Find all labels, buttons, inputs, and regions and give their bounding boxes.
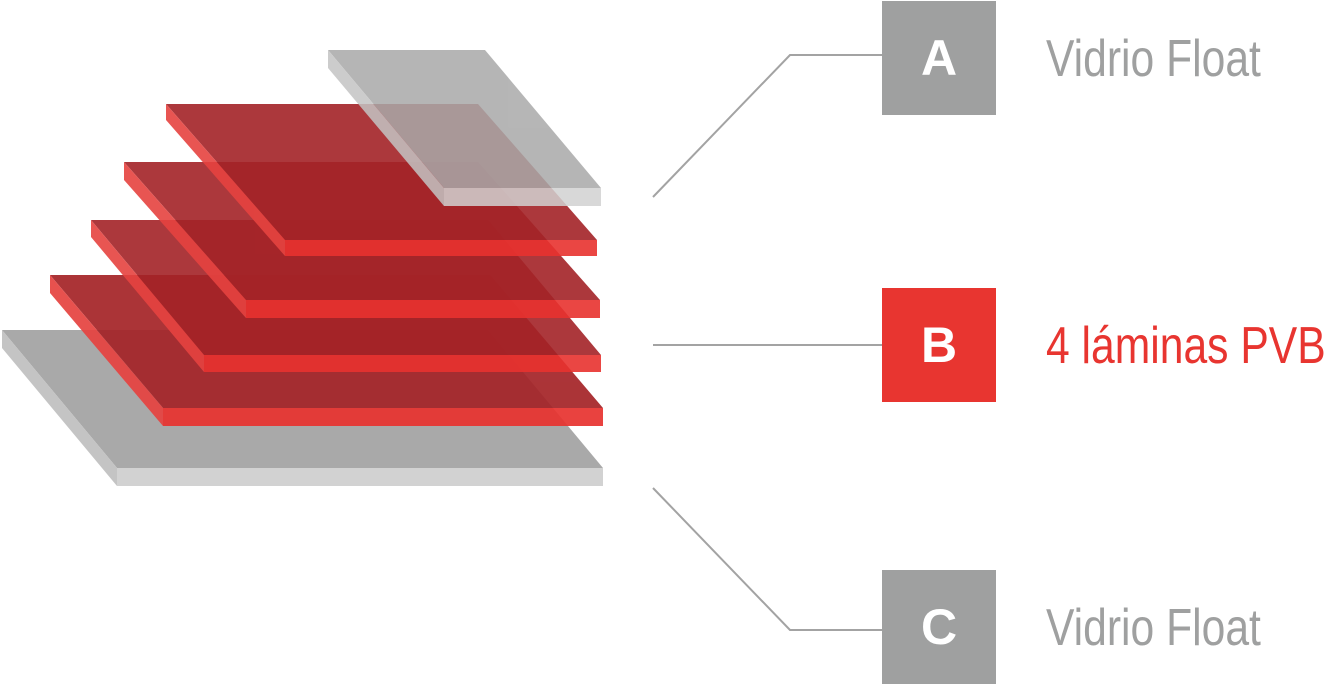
connector-line-a [652, 54, 882, 198]
label-a: Vidrio Float [1046, 30, 1261, 88]
pvb-sheet-3-side [91, 220, 204, 372]
pvb-sheet-1-side [166, 104, 285, 256]
pvb-sheet-4-side [50, 275, 163, 426]
glass-pane-bottom-front [117, 468, 603, 486]
label-b: 4 láminas PVB [1046, 317, 1326, 375]
badge-b: B [882, 288, 996, 402]
pvb-sheet-4-front [163, 408, 603, 426]
badge-b-letter: B [920, 317, 958, 373]
pvb-sheet-2-side [124, 162, 246, 318]
connector-line-c [652, 487, 882, 631]
glass-pane-bottom-side [2, 330, 117, 486]
glass-pane-top-top [328, 50, 601, 188]
badge-c: C [882, 570, 996, 684]
badge-a-letter: A [920, 30, 958, 86]
pvb-sheet-3-front [204, 355, 601, 372]
glass-pane-top-side [328, 50, 444, 206]
glass-pane-top [328, 50, 601, 206]
glass-pane-top-front [444, 188, 601, 206]
badge-a: A [882, 1, 996, 115]
badge-c-letter: C [920, 599, 958, 655]
label-c: Vidrio Float [1046, 599, 1261, 657]
pvb-sheet-1-front [285, 240, 597, 256]
pvb-sheet-2-front [246, 300, 600, 318]
